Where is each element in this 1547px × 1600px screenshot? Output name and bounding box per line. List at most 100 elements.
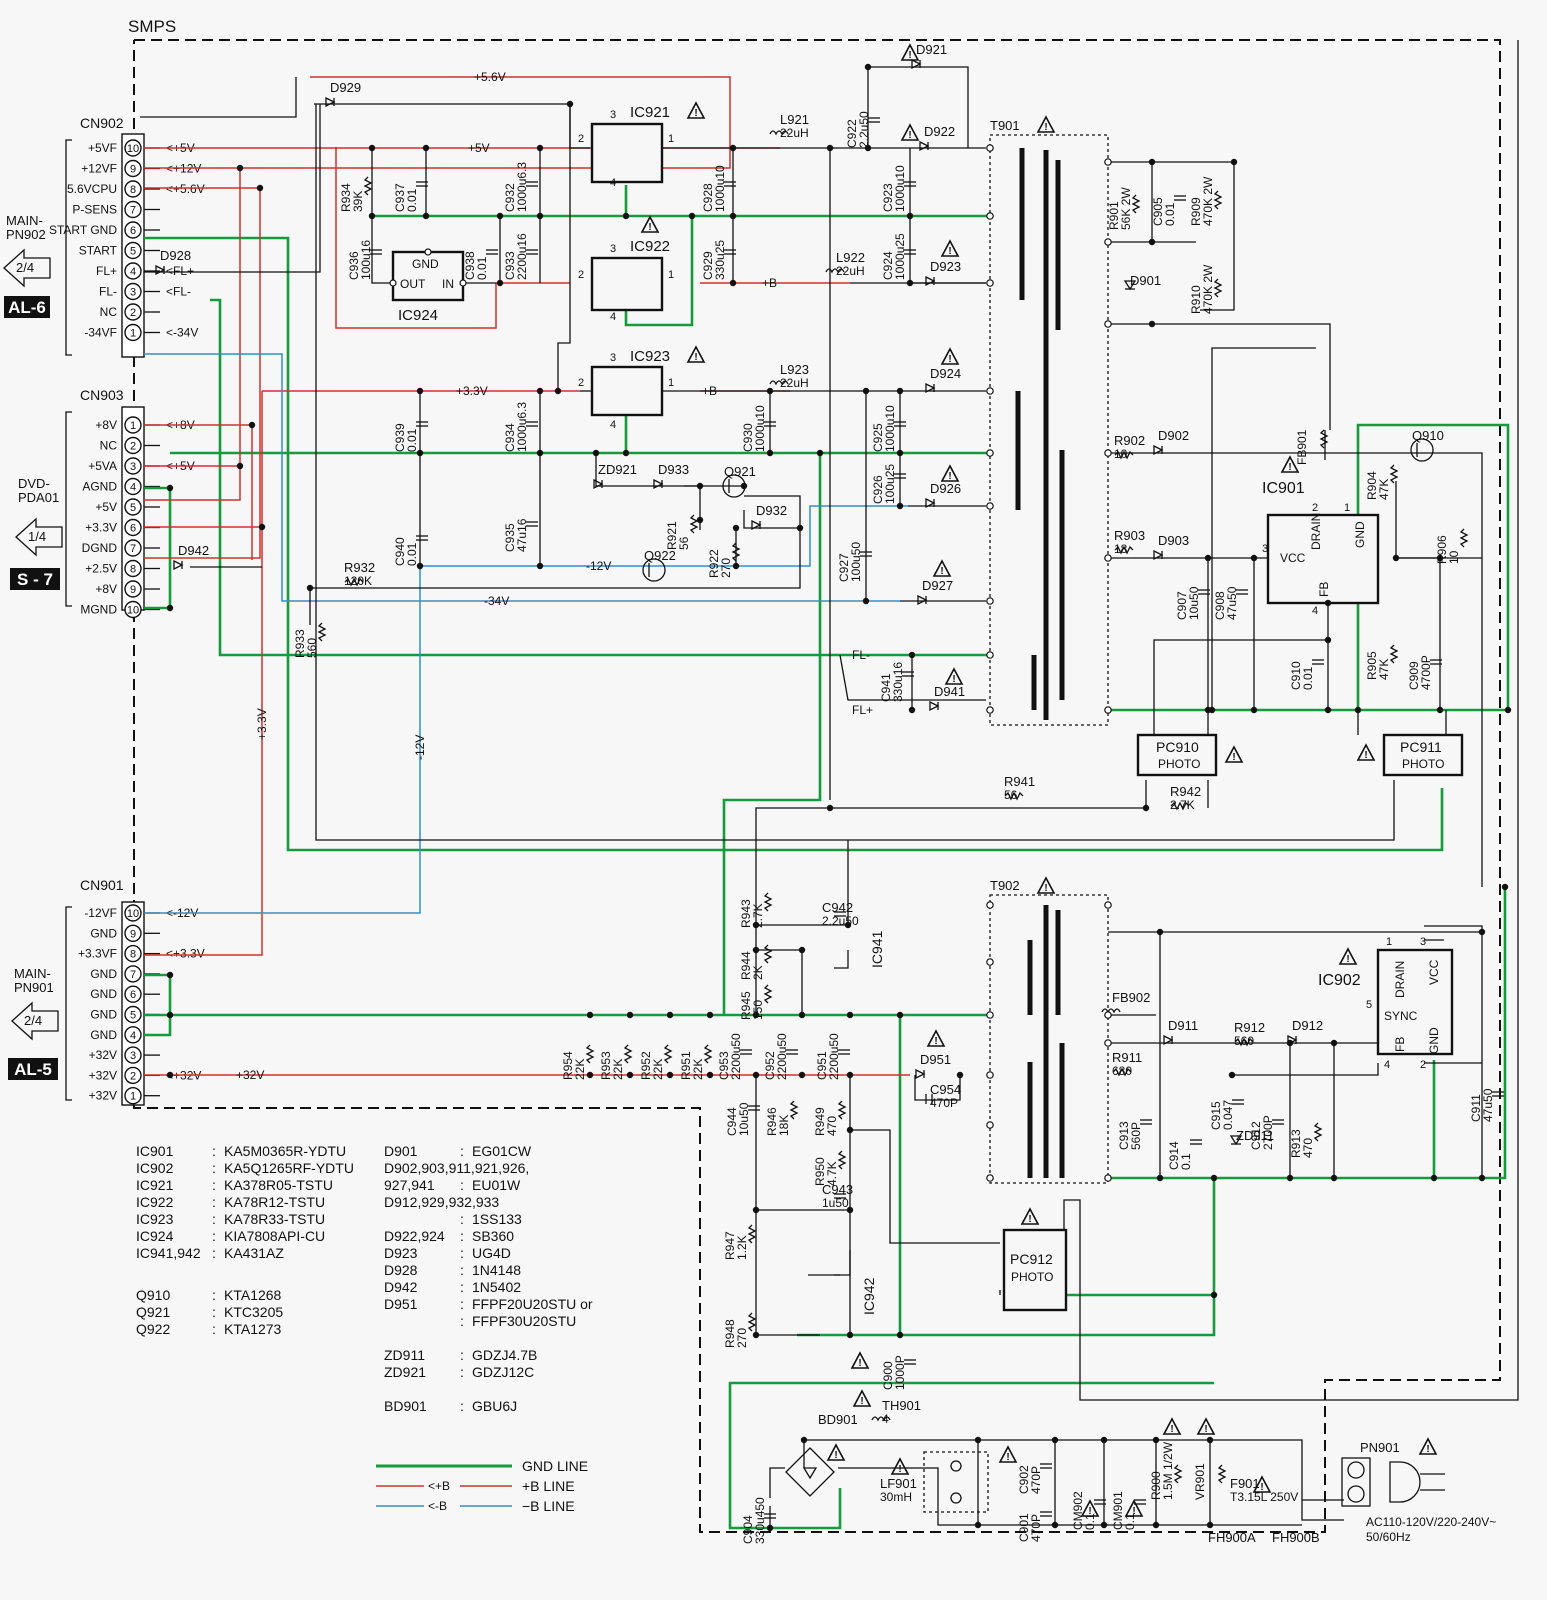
- svg-text:C936100u16: C936100u16: [347, 240, 373, 280]
- svg-text:PHOTO: PHOTO: [1402, 757, 1444, 771]
- component-c939: C9390.01: [393, 421, 428, 452]
- svg-text:3: 3: [1262, 543, 1268, 555]
- svg-text::: :: [460, 1364, 464, 1380]
- warning-icon: [941, 240, 959, 258]
- svg-text:R95222K: R95222K: [639, 1051, 665, 1080]
- svg-text:IC922: IC922: [630, 238, 670, 255]
- svg-text:+5V: +5V: [95, 500, 117, 514]
- component-r951: R95122K: [679, 1044, 712, 1080]
- parts-row: IC941,942:KA431AZ: [136, 1245, 284, 1261]
- component-fh900a: FH900A: [1208, 1530, 1256, 1545]
- svg-text:R9504.7K: R9504.7K: [813, 1157, 839, 1186]
- svg-text:D926: D926: [930, 481, 961, 496]
- component-bd901: BD901: [818, 1412, 858, 1427]
- svg-text:GDZJ12C: GDZJ12C: [472, 1364, 534, 1380]
- svg-text:KA378R05-TSTU: KA378R05-TSTU: [224, 1177, 333, 1193]
- svg-text:1: 1: [130, 1091, 136, 1103]
- svg-text:Q921: Q921: [724, 464, 756, 479]
- svg-text:4: 4: [1312, 605, 1318, 617]
- svg-text:2: 2: [578, 133, 584, 145]
- svg-text:R933560: R933560: [293, 629, 319, 658]
- component-r901: R90156K 2W: [1107, 187, 1140, 230]
- svg-text:IC923: IC923: [630, 348, 670, 365]
- component-d921: D921: [911, 42, 947, 70]
- component-fb902: FB902: [1101, 990, 1150, 1014]
- svg-text:C943: C943: [822, 1182, 853, 1197]
- svg-text:D922,924: D922,924: [384, 1228, 445, 1244]
- cn902-pin-3: 3FL-<FL-: [99, 282, 191, 301]
- svg-text:+8V: +8V: [95, 418, 117, 432]
- svg-text:C9281000u10: C9281000u10: [701, 165, 727, 212]
- svg-text:FB901: FB901: [1295, 429, 1309, 465]
- component-d926: D926: [925, 481, 961, 509]
- smps-frame: [133, 39, 1501, 1533]
- net-label-3v3: +3.3V: [456, 384, 488, 398]
- svg-text:Q921: Q921: [136, 1304, 170, 1320]
- component-r904: R90447K: [1365, 464, 1398, 500]
- component-c925: C9251000u10: [871, 405, 906, 452]
- ic941: IC941: [834, 930, 885, 969]
- component-c905: C9050.01: [1151, 195, 1186, 226]
- parts-row: Q910:KTA1268: [136, 1287, 282, 1303]
- svg-text:IC924: IC924: [398, 307, 438, 324]
- component-c936: C936100u16: [347, 240, 382, 280]
- component-c923: C9231000u10: [881, 165, 916, 212]
- component-r947: R9471.2K: [723, 1224, 756, 1260]
- svg-text:L922: L922: [836, 250, 865, 265]
- component-c941: C941330u16: [879, 662, 914, 702]
- svg-text:TH901: TH901: [882, 1398, 921, 1413]
- svg-text:C9222.2u50: C9222.2u50: [845, 111, 871, 148]
- svg-text:680: 680: [1112, 1064, 1132, 1078]
- parts-row: IC901:KA5M0365R-YDTU: [136, 1143, 346, 1159]
- svg-text:FB902: FB902: [1112, 990, 1150, 1005]
- cn902-dest-tag: AL-6: [8, 298, 46, 317]
- component-c952: C9522200u50: [763, 1033, 798, 1080]
- cn902-pin-8: 85.6VCPU<+5.6V: [67, 180, 205, 198]
- svg-text::: :: [460, 1177, 464, 1193]
- svg-text:D951: D951: [920, 1052, 951, 1067]
- ic923: IC923 3 2 1 4: [578, 346, 705, 431]
- svg-text:9: 9: [130, 584, 136, 596]
- parts-row: D928:1N4148: [384, 1262, 521, 1278]
- svg-text:FFPF20U20STU or: FFPF20U20STU or: [472, 1296, 593, 1312]
- ic902: IC902 SYNC DRAIN VCC FB GND 1 3 5 4 2: [1318, 936, 1454, 1071]
- svg-text:C927100u50: C927100u50: [837, 542, 863, 582]
- connector-cn903: CN903 1+8V<+8V2NC3+5VA<+5V4AGND5+5V6+3.3…: [10, 387, 195, 619]
- component-c929: C929330u25: [701, 240, 736, 280]
- svg-text:KA78R33-TSTU: KA78R33-TSTU: [224, 1211, 325, 1227]
- component-d922: D922: [919, 124, 955, 152]
- cn901-pin-8: 8+3.3VF<+3.3V: [78, 944, 205, 963]
- cn903-dest-tag: S - 7: [17, 570, 53, 589]
- parts-row: D901:EG01CW: [384, 1143, 532, 1159]
- svg-text:4: 4: [610, 311, 616, 323]
- svg-text:PHOTO: PHOTO: [1158, 757, 1200, 771]
- cn903-pin-5: 5+5V: [95, 498, 160, 516]
- svg-text:Q910: Q910: [1412, 428, 1444, 443]
- component-r950: R9504.7K: [813, 1150, 846, 1186]
- ic942: IC942: [834, 1250, 877, 1315]
- parts-row: Q922:KTA1273: [136, 1321, 282, 1337]
- svg-text:1: 1: [668, 377, 674, 389]
- parts-row: D951:FFPF20U20STU or: [384, 1296, 593, 1312]
- svg-text:GND: GND: [1427, 1027, 1441, 1054]
- svg-text:IN: IN: [442, 277, 454, 291]
- svg-text:+32V: +32V: [89, 1068, 117, 1082]
- svg-text:-12VF: -12VF: [84, 906, 117, 920]
- svg-text:IC901: IC901: [136, 1143, 174, 1159]
- warning-icon: [927, 1030, 945, 1048]
- svg-text:2: 2: [1312, 502, 1318, 514]
- svg-text:7: 7: [130, 205, 136, 217]
- svg-text:FFPF30U20STU: FFPF30U20STU: [472, 1313, 576, 1329]
- svg-text:2: 2: [130, 307, 136, 319]
- svg-text:L921: L921: [780, 112, 809, 127]
- svg-text:5.6VCPU: 5.6VCPU: [67, 182, 117, 196]
- svg-text:D929: D929: [330, 80, 361, 95]
- component-q922: Q922: [642, 548, 676, 582]
- component-cm902: CM9020.1: [1071, 1491, 1106, 1530]
- svg-text::: :: [212, 1304, 216, 1320]
- svg-text:C904330u450: C904330u450: [741, 1497, 767, 1544]
- cn901-pin-3: 3+32V: [89, 1046, 160, 1064]
